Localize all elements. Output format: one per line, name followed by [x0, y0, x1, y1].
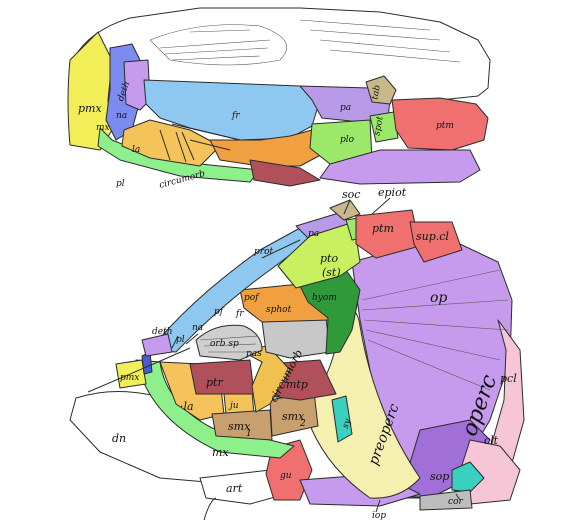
label-hyom: hyom [312, 293, 337, 303]
label-st: (st) [322, 266, 341, 279]
label-mtp: mtp [286, 378, 308, 391]
lateral-jugal [223, 391, 255, 415]
label-orbsp: orb sp [210, 339, 239, 349]
label-symp: sy [341, 417, 354, 430]
dorsal-opercle [319, 149, 481, 185]
label-prot: prot [254, 247, 273, 257]
lateral-supramaxilla-1 [211, 409, 273, 441]
label-epiot: epiot [378, 186, 407, 199]
label-dorsal-na: na [116, 111, 127, 121]
lateral-outline [87, 347, 217, 521]
dorsal-suture-lines [159, 123, 241, 163]
label-dorsal-spot: spot [372, 115, 385, 136]
label-pl-lateral: pl [176, 335, 185, 345]
lateral-opercle-rays [361, 269, 509, 391]
label-soc: soc [342, 188, 360, 201]
label-pcl: pcl [500, 372, 517, 385]
label-smx1: smx [228, 420, 251, 433]
label-iop: iop [372, 511, 386, 521]
label-ptr: ptr [206, 376, 223, 389]
label-leader-lines [171, 197, 461, 513]
label-na-lateral: na [192, 323, 203, 333]
label-dorsal-tab: tab [370, 84, 382, 100]
dorsal-pterotic [391, 97, 489, 151]
label-pa-lateral: pa [308, 229, 319, 239]
dorsal-spot [369, 111, 399, 143]
lateral-view: soc epiot ptm sup.cl pa prot pto (st) op… [69, 186, 525, 521]
lateral-coracoid [419, 489, 473, 511]
lateral-supracleithrum [409, 221, 463, 263]
label-mx-lateral: mx [212, 446, 229, 459]
label-la-lateral: ·la [180, 400, 194, 413]
dorsal-lacrimal [121, 119, 221, 167]
label-clt: clt [484, 434, 499, 447]
dorsal-pterygoid [249, 159, 321, 187]
label-ju: ju [228, 401, 239, 411]
label-dorsal-plo: plo [340, 135, 355, 145]
dorsal-premaxilla [67, 31, 113, 151]
label-sop: sop [430, 470, 449, 483]
label-sphot: sphot [266, 305, 292, 315]
label-art: art [226, 482, 243, 495]
label-dorsal-pl: pl [116, 179, 125, 189]
label-cor: cor [448, 497, 463, 507]
lateral-orbit [195, 324, 263, 361]
label-gu: gu [280, 471, 292, 481]
dorsal-tabular [365, 75, 397, 105]
dorsal-dermethmoid [123, 59, 151, 111]
label-pf: pf [214, 307, 225, 317]
lateral-pterotic-st [277, 221, 361, 289]
lateral-hyomandibular [299, 269, 361, 355]
label-deth-lateral: deth [152, 327, 173, 337]
label-pas: pas [246, 349, 262, 359]
label-dorsal-fr: fr [231, 111, 240, 121]
dorsal-crest-hatching [149, 19, 461, 66]
label-pmx-lateral: pmx [120, 373, 139, 383]
label-fr-lateral: fr [235, 309, 244, 319]
label-dorsal-pa: pa [340, 103, 351, 113]
lateral-symplectic [331, 395, 353, 443]
lateral-posttemporal [355, 209, 421, 259]
label-pto: pto [320, 252, 338, 265]
label-smx2-sub: 2 [299, 419, 306, 429]
label-dn: dn [112, 432, 126, 445]
label-pof: pof [244, 293, 260, 303]
lateral-dermethmoid [141, 333, 173, 357]
label-dorsal-ptm: ptm [436, 121, 454, 131]
label-dorsal-pmx: pmx [78, 102, 102, 115]
dorsal-view: pmx mx deth na la fr pa plo ptm tab spot… [67, 7, 491, 191]
lateral-teal-margin [451, 461, 485, 493]
label-ptm-lateral: ptm [372, 222, 394, 235]
label-dorsal-mx: mx [96, 123, 110, 133]
label-sup-cl: sup.cl [416, 230, 449, 243]
label-dorsal-la: la [132, 145, 140, 155]
label-smx2: smx [282, 410, 305, 423]
lateral-supraoccipital [329, 199, 361, 221]
label-smx1-sub: 1 [246, 429, 252, 439]
label-op: op [430, 290, 447, 306]
